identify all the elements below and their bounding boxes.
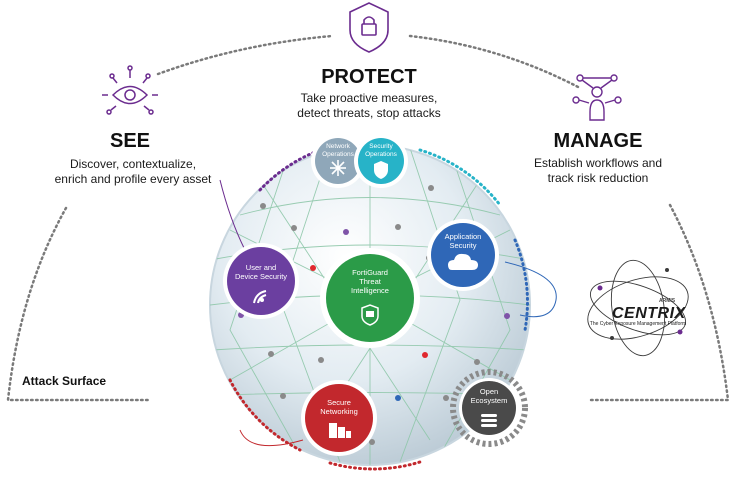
fortiguard-label: FortiGuard Threat Intelligence <box>351 268 389 295</box>
see-connector <box>219 179 246 251</box>
application-security-label: Application Security <box>444 232 482 250</box>
manage-subtitle: Establish workflows and track risk reduc… <box>533 156 663 185</box>
eye-icon <box>102 65 158 115</box>
person-network-icon <box>572 74 622 121</box>
open-ecosystem-label: Open Ecosystem <box>470 387 508 405</box>
network-operations-node[interactable] <box>311 134 365 188</box>
fortiguard-node[interactable] <box>320 248 420 348</box>
wifi-hand-icon <box>253 290 267 304</box>
user-device-security-node[interactable] <box>223 243 299 319</box>
protect-arc-right <box>408 34 582 90</box>
attack-surface-arc-left <box>6 206 152 402</box>
network-burst-icon <box>330 160 346 176</box>
centrix-title: CENTRIX <box>612 305 686 322</box>
secure-networking-label: Secure Networking <box>320 398 358 416</box>
centrix-orbit-logo <box>587 259 689 357</box>
network-operations-label: Network Operations <box>322 143 354 158</box>
firewall-icon <box>329 423 351 438</box>
protect-title: PROTECT <box>321 66 417 88</box>
protect-arc-left <box>156 34 334 76</box>
protect-subtitle: Take proactive measures, detect threats,… <box>297 91 441 120</box>
stack-icon <box>481 414 497 427</box>
security-operations-label: Security Operations <box>365 143 397 158</box>
centrix-brand: ARMIS <box>659 298 676 304</box>
application-security-node[interactable] <box>427 219 499 291</box>
secure-networking-node[interactable] <box>301 380 377 456</box>
centrix-tagline: The Cyber Exposure Management Platform <box>589 321 687 327</box>
attack-surface-arc-right <box>588 203 730 402</box>
security-operations-node[interactable] <box>354 134 408 188</box>
networking-connector <box>239 429 304 447</box>
manage-title: MANAGE <box>553 130 643 152</box>
attack-surface-label: Attack Surface <box>22 374 107 388</box>
open-ecosystem-node[interactable] <box>450 369 528 447</box>
lock-shield-icon <box>349 2 389 53</box>
user-device-security-label: User and Device Security <box>234 263 288 281</box>
manage-connector <box>504 261 557 318</box>
cloud-icon <box>448 253 478 270</box>
shield-chip-icon <box>361 304 379 326</box>
see-title: SEE <box>109 130 151 152</box>
shield-icon <box>374 161 388 179</box>
see-subtitle: Discover, contextualize, enrich and prof… <box>54 157 212 186</box>
